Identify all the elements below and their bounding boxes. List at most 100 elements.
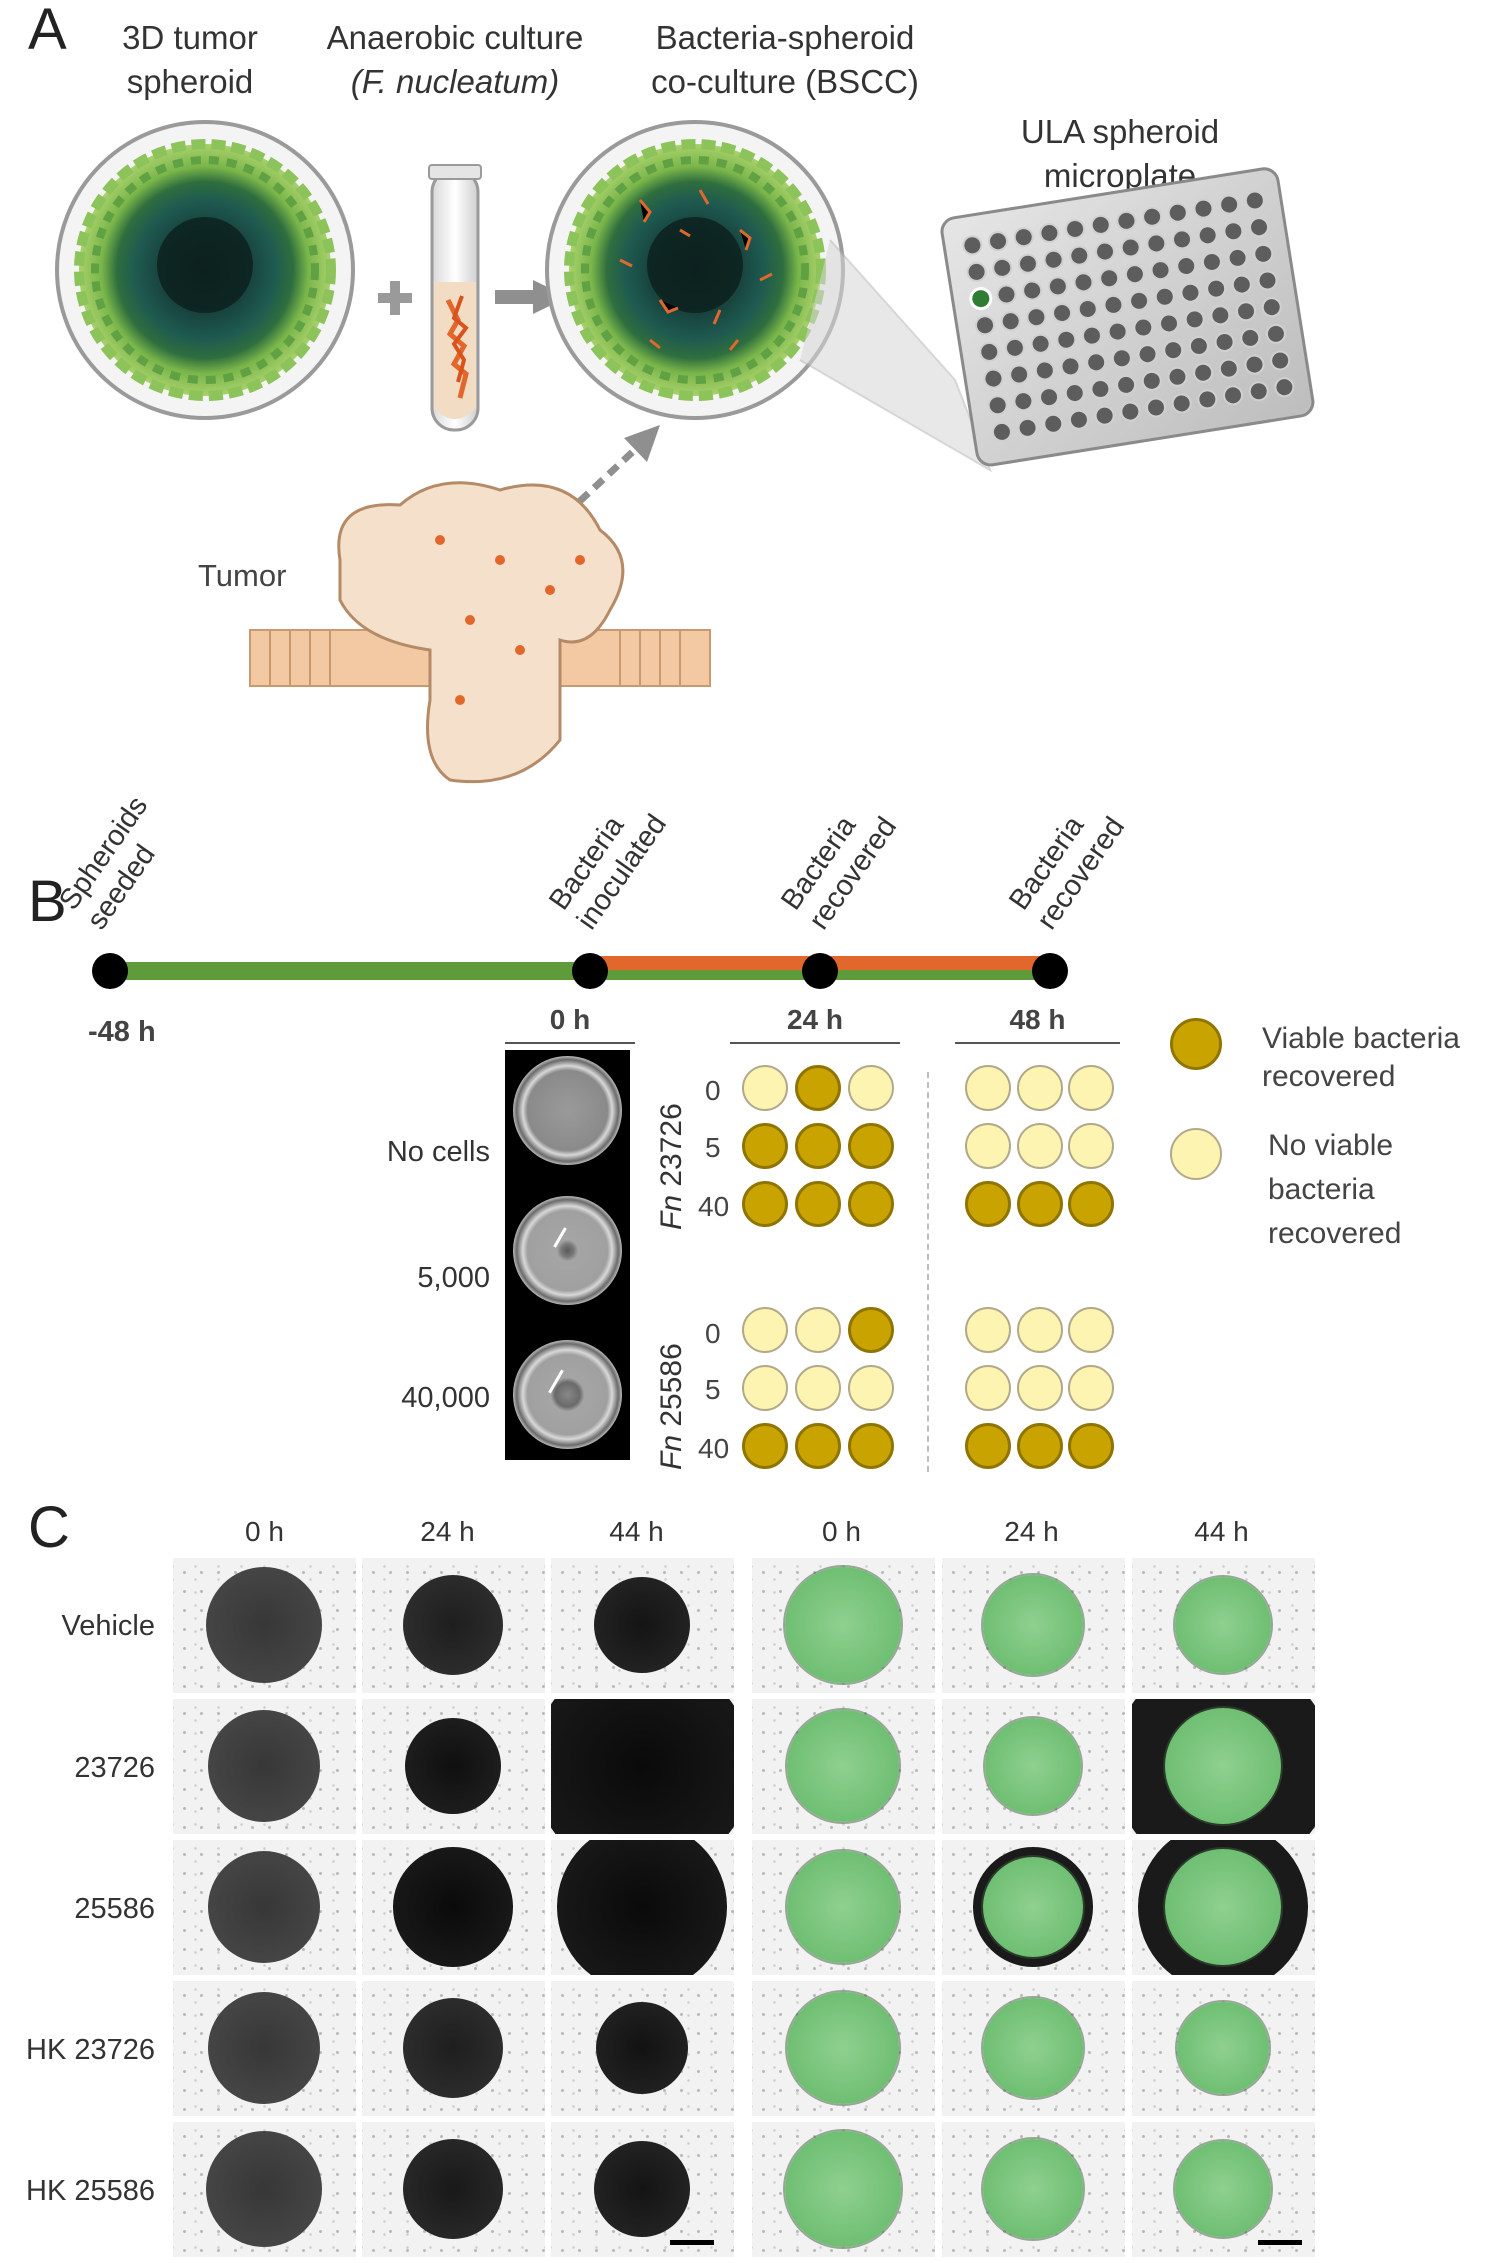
- microplate-well: [1094, 241, 1115, 262]
- microplate-well: [1017, 253, 1038, 274]
- fluorescence-image-tile: [1132, 2122, 1315, 2257]
- viable-bacteria-dot: [848, 1307, 894, 1353]
- microplate-well: [1219, 194, 1240, 215]
- microplate-well: [1261, 297, 1282, 318]
- microplate-well: [1103, 294, 1124, 315]
- brightfield-image-tile: [173, 1981, 356, 2116]
- legend-viable-label: Viable bacteria recovered: [1262, 1022, 1460, 1093]
- microplate-well: [1030, 333, 1051, 354]
- strain-label-23726: Fn 23726: [655, 1103, 689, 1230]
- time-header-0h: 0 h: [549, 1004, 591, 1035]
- legend-not-viable-label: No viable bacteria recovered: [1268, 1129, 1402, 1250]
- microplate-well: [1253, 243, 1274, 264]
- plus-icon: [378, 281, 412, 315]
- well-image-5000: [513, 1196, 622, 1305]
- microplate-well: [1039, 223, 1060, 244]
- microplate-well: [1022, 280, 1043, 301]
- fluorescence-image-tile: [1132, 1981, 1315, 2116]
- row-label-23726: 23726: [74, 1752, 155, 1784]
- microplate-well: [1214, 331, 1235, 352]
- microplate-well: [1240, 327, 1261, 348]
- no-viable-bacteria-dot: [965, 1065, 1011, 1111]
- col-header-bf-24h: 24 h: [420, 1516, 475, 1547]
- viable-bacteria-dot: [1068, 1423, 1114, 1469]
- microplate-well: [1017, 417, 1038, 438]
- microplate-well: [1163, 340, 1184, 361]
- timeline-node: [802, 953, 838, 989]
- microplate-well: [1145, 397, 1166, 418]
- microplate-well: [975, 315, 996, 336]
- microplate-well: [1043, 413, 1064, 434]
- microplate-well: [1231, 274, 1252, 295]
- spheroid: [403, 1575, 503, 1675]
- spheroid: [405, 1718, 501, 1814]
- col-header-bf-44h: 44 h: [609, 1516, 664, 1547]
- microplate-well: [1013, 227, 1034, 248]
- fluorescence-image-tile: [752, 1840, 935, 1975]
- viable-bacteria-dot: [1017, 1181, 1063, 1227]
- microplate-well: [1244, 354, 1265, 375]
- brightfield-image-tile: [551, 1558, 734, 1693]
- microplate-well: [1043, 249, 1064, 270]
- brightfield-image-tile: [362, 1840, 545, 1975]
- viable-bacteria-dot: [742, 1423, 788, 1469]
- viable-bacteria-dot: [742, 1123, 788, 1169]
- microplate-well: [1197, 389, 1218, 410]
- timeline-node: [1032, 953, 1068, 989]
- time-header-24h: 24 h: [786, 1004, 844, 1035]
- viable-bacteria-dot: [848, 1423, 894, 1469]
- microplate-well: [1184, 309, 1205, 330]
- no-viable-bacteria-dot: [1068, 1307, 1114, 1353]
- microplate-well: [1116, 374, 1137, 395]
- microplate-well: [1120, 401, 1141, 422]
- microplate-well: [1068, 409, 1089, 430]
- viable-bacteria-dot: [848, 1123, 894, 1169]
- spheroid: [393, 1847, 513, 1967]
- spheroid: [206, 1567, 322, 1683]
- microplate-well: [1249, 217, 1270, 238]
- microplate-well: [1013, 391, 1034, 412]
- microplate-well: [1172, 229, 1193, 250]
- microplate-well: [1176, 256, 1197, 277]
- brightfield-image-tile: [551, 1981, 734, 2116]
- brightfield-image-tile: [362, 2122, 545, 2257]
- spheroid: [551, 1699, 734, 1834]
- microplate-well: [1257, 270, 1278, 291]
- microplate-well: [988, 231, 1009, 252]
- microplate-well: [1099, 268, 1120, 289]
- microplate-well: [1274, 377, 1295, 398]
- row-label-no-cells: No cells: [386, 1136, 490, 1168]
- timeline: [92, 953, 1068, 989]
- fluorescence-image-tile: [752, 2122, 935, 2257]
- microplate-well: [1244, 190, 1265, 211]
- microplate-well: [987, 395, 1008, 416]
- microplate-well: [1227, 247, 1248, 268]
- microplate-well: [1077, 298, 1098, 319]
- microplate-well: [1265, 323, 1286, 344]
- microplate-well: [1201, 251, 1222, 272]
- microplate-well: [1223, 385, 1244, 406]
- spheroid: [596, 2002, 688, 2094]
- col-header-gfp-44h: 44 h: [1194, 1516, 1249, 1547]
- microplate-well: [1248, 381, 1269, 402]
- microplate-well: [991, 421, 1012, 442]
- microplate-well: [962, 235, 983, 256]
- microplate-well: [1180, 282, 1201, 303]
- spheroid: [208, 1710, 320, 1822]
- microplate-well: [1210, 305, 1231, 326]
- plate-title: ULA spheroid microplate: [1020, 113, 1220, 194]
- spheroid: [208, 1851, 320, 1963]
- strain-prefix: Fn: [655, 1434, 688, 1470]
- microplate-well: [1081, 325, 1102, 346]
- microplate-well: [1090, 378, 1111, 399]
- spheroid: [1175, 1577, 1271, 1673]
- time-header-48h-line: [955, 1042, 1120, 1044]
- time-header-48h: 48 h: [1009, 1004, 1066, 1035]
- no-viable-bacteria-dot: [742, 1065, 788, 1111]
- culture-title: Anaerobic culture (F. nucleatum): [300, 16, 610, 104]
- strain-prefix: Fn: [655, 1194, 688, 1230]
- microplate-well: [1107, 321, 1128, 342]
- no-viable-bacteria-dot: [965, 1365, 1011, 1411]
- microplate-well: [1094, 405, 1115, 426]
- time-header-24h-line: [730, 1042, 900, 1044]
